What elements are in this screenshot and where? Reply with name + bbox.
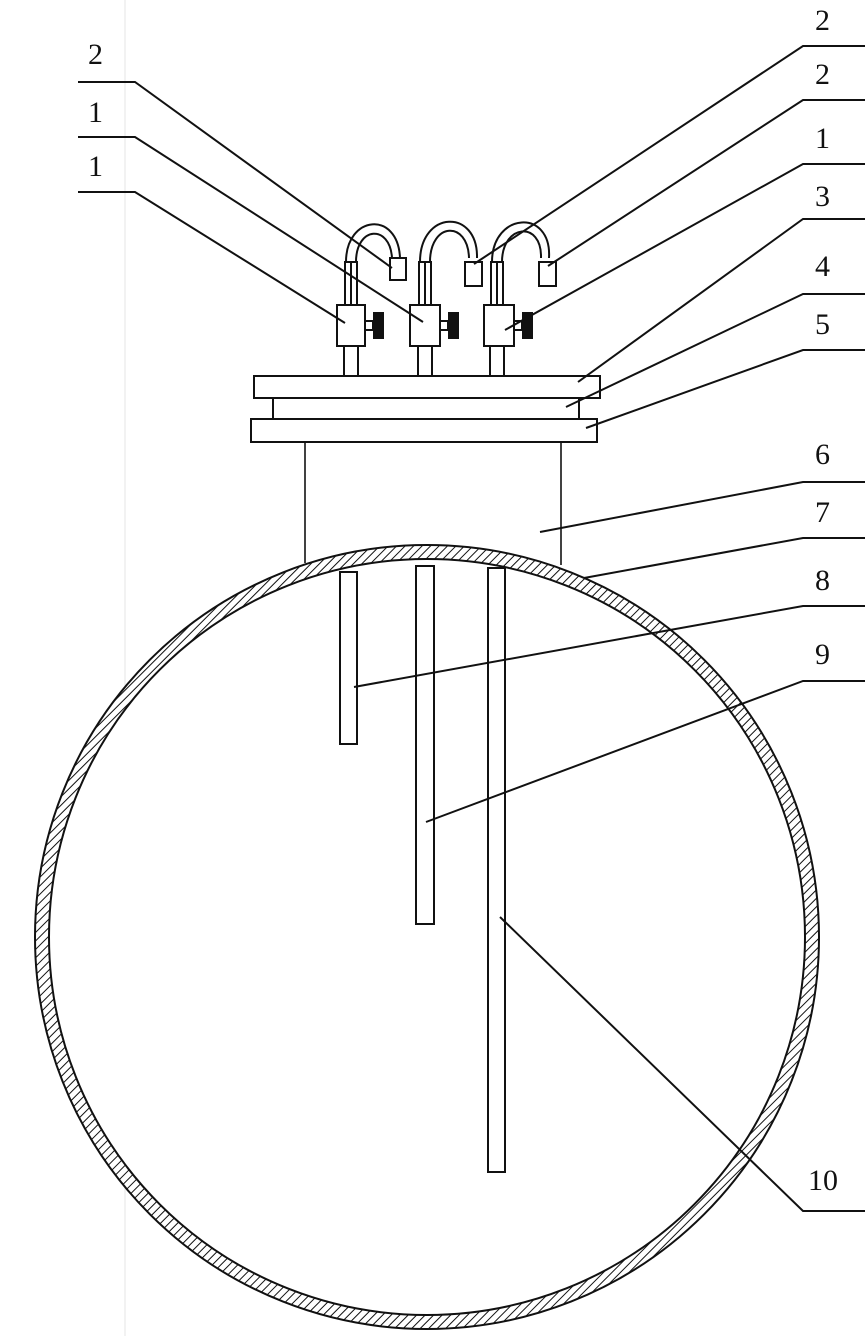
- leaders-left: [78, 81, 424, 324]
- leader-right-8: [583, 537, 865, 579]
- leader-right-10: [425, 680, 865, 823]
- valve-knob-stem-left: [364, 320, 374, 331]
- pipe-middle-b: [424, 261, 432, 306]
- top-flange: [253, 375, 601, 399]
- leader-right-1: [473, 45, 865, 265]
- gasket: [272, 397, 580, 420]
- leader-right-7: [539, 481, 865, 533]
- stem-middle: [417, 345, 433, 377]
- bend-right-inner: [501, 230, 543, 263]
- label-left-3: 1: [88, 150, 103, 183]
- vessel-interior: [48, 558, 806, 1316]
- valve-knob-middle: [448, 312, 459, 339]
- tube-medium: [415, 565, 435, 925]
- cap-left: [389, 257, 407, 281]
- label-right-8: 7: [815, 496, 830, 529]
- leader-left-1: [78, 81, 393, 269]
- label-right-2: 2: [815, 58, 830, 91]
- leader-left-2: [78, 136, 424, 323]
- valve-knob-left: [373, 312, 384, 339]
- pipe-left-b: [350, 261, 358, 306]
- valve-left: [336, 304, 366, 347]
- vessel: [34, 544, 820, 1330]
- leader-right-9: [353, 605, 865, 688]
- label-right-1: 2: [815, 4, 830, 37]
- label-right-9: 8: [815, 564, 830, 597]
- label-right-3: 1: [815, 122, 830, 155]
- part-labels: 2 1 1 2 2 1 3 4 5 6 7 8 9 10: [88, 4, 838, 1197]
- inlet-assembly-left: [336, 223, 407, 377]
- label-right-7: 6: [815, 438, 830, 471]
- pipe-right-b: [496, 261, 504, 306]
- label-right-5: 4: [815, 250, 830, 283]
- valve-knob-stem-middle: [439, 320, 449, 331]
- neck-cylinder: [304, 443, 562, 565]
- label-left-2: 1: [88, 96, 103, 129]
- leader-right-2: [547, 99, 865, 267]
- stem-right: [489, 345, 505, 377]
- bend-left: [345, 223, 401, 263]
- leader-right-3: [504, 163, 865, 331]
- label-right-6: 5: [815, 308, 830, 341]
- bend-middle-inner: [429, 229, 470, 263]
- bend-middle: [419, 220, 479, 263]
- tube-short: [339, 571, 358, 745]
- label-right-10: 9: [815, 638, 830, 671]
- valve-knob-right: [522, 312, 533, 339]
- bend-right: [491, 221, 551, 263]
- leader-right-4: [577, 218, 865, 383]
- leader-left-3: [78, 191, 346, 324]
- leader-right-5: [565, 293, 865, 408]
- cap-middle: [464, 261, 483, 287]
- valve-right: [483, 304, 515, 347]
- inlet-assembly-middle: [409, 220, 483, 377]
- bend-left-inner: [355, 232, 393, 263]
- bottom-flange: [250, 418, 598, 443]
- cap-right: [538, 261, 557, 287]
- valve-middle: [409, 304, 441, 347]
- leaders-right: [353, 45, 865, 1212]
- label-left-1: 2: [88, 38, 103, 71]
- stem-left: [343, 345, 359, 377]
- inlet-assembly-right: [483, 221, 557, 377]
- leader-right-6: [585, 349, 865, 429]
- tube-long: [487, 567, 506, 1173]
- leader-right-11: [499, 916, 865, 1212]
- label-right-4: 3: [815, 180, 830, 213]
- label-right-11: 10: [808, 1164, 838, 1197]
